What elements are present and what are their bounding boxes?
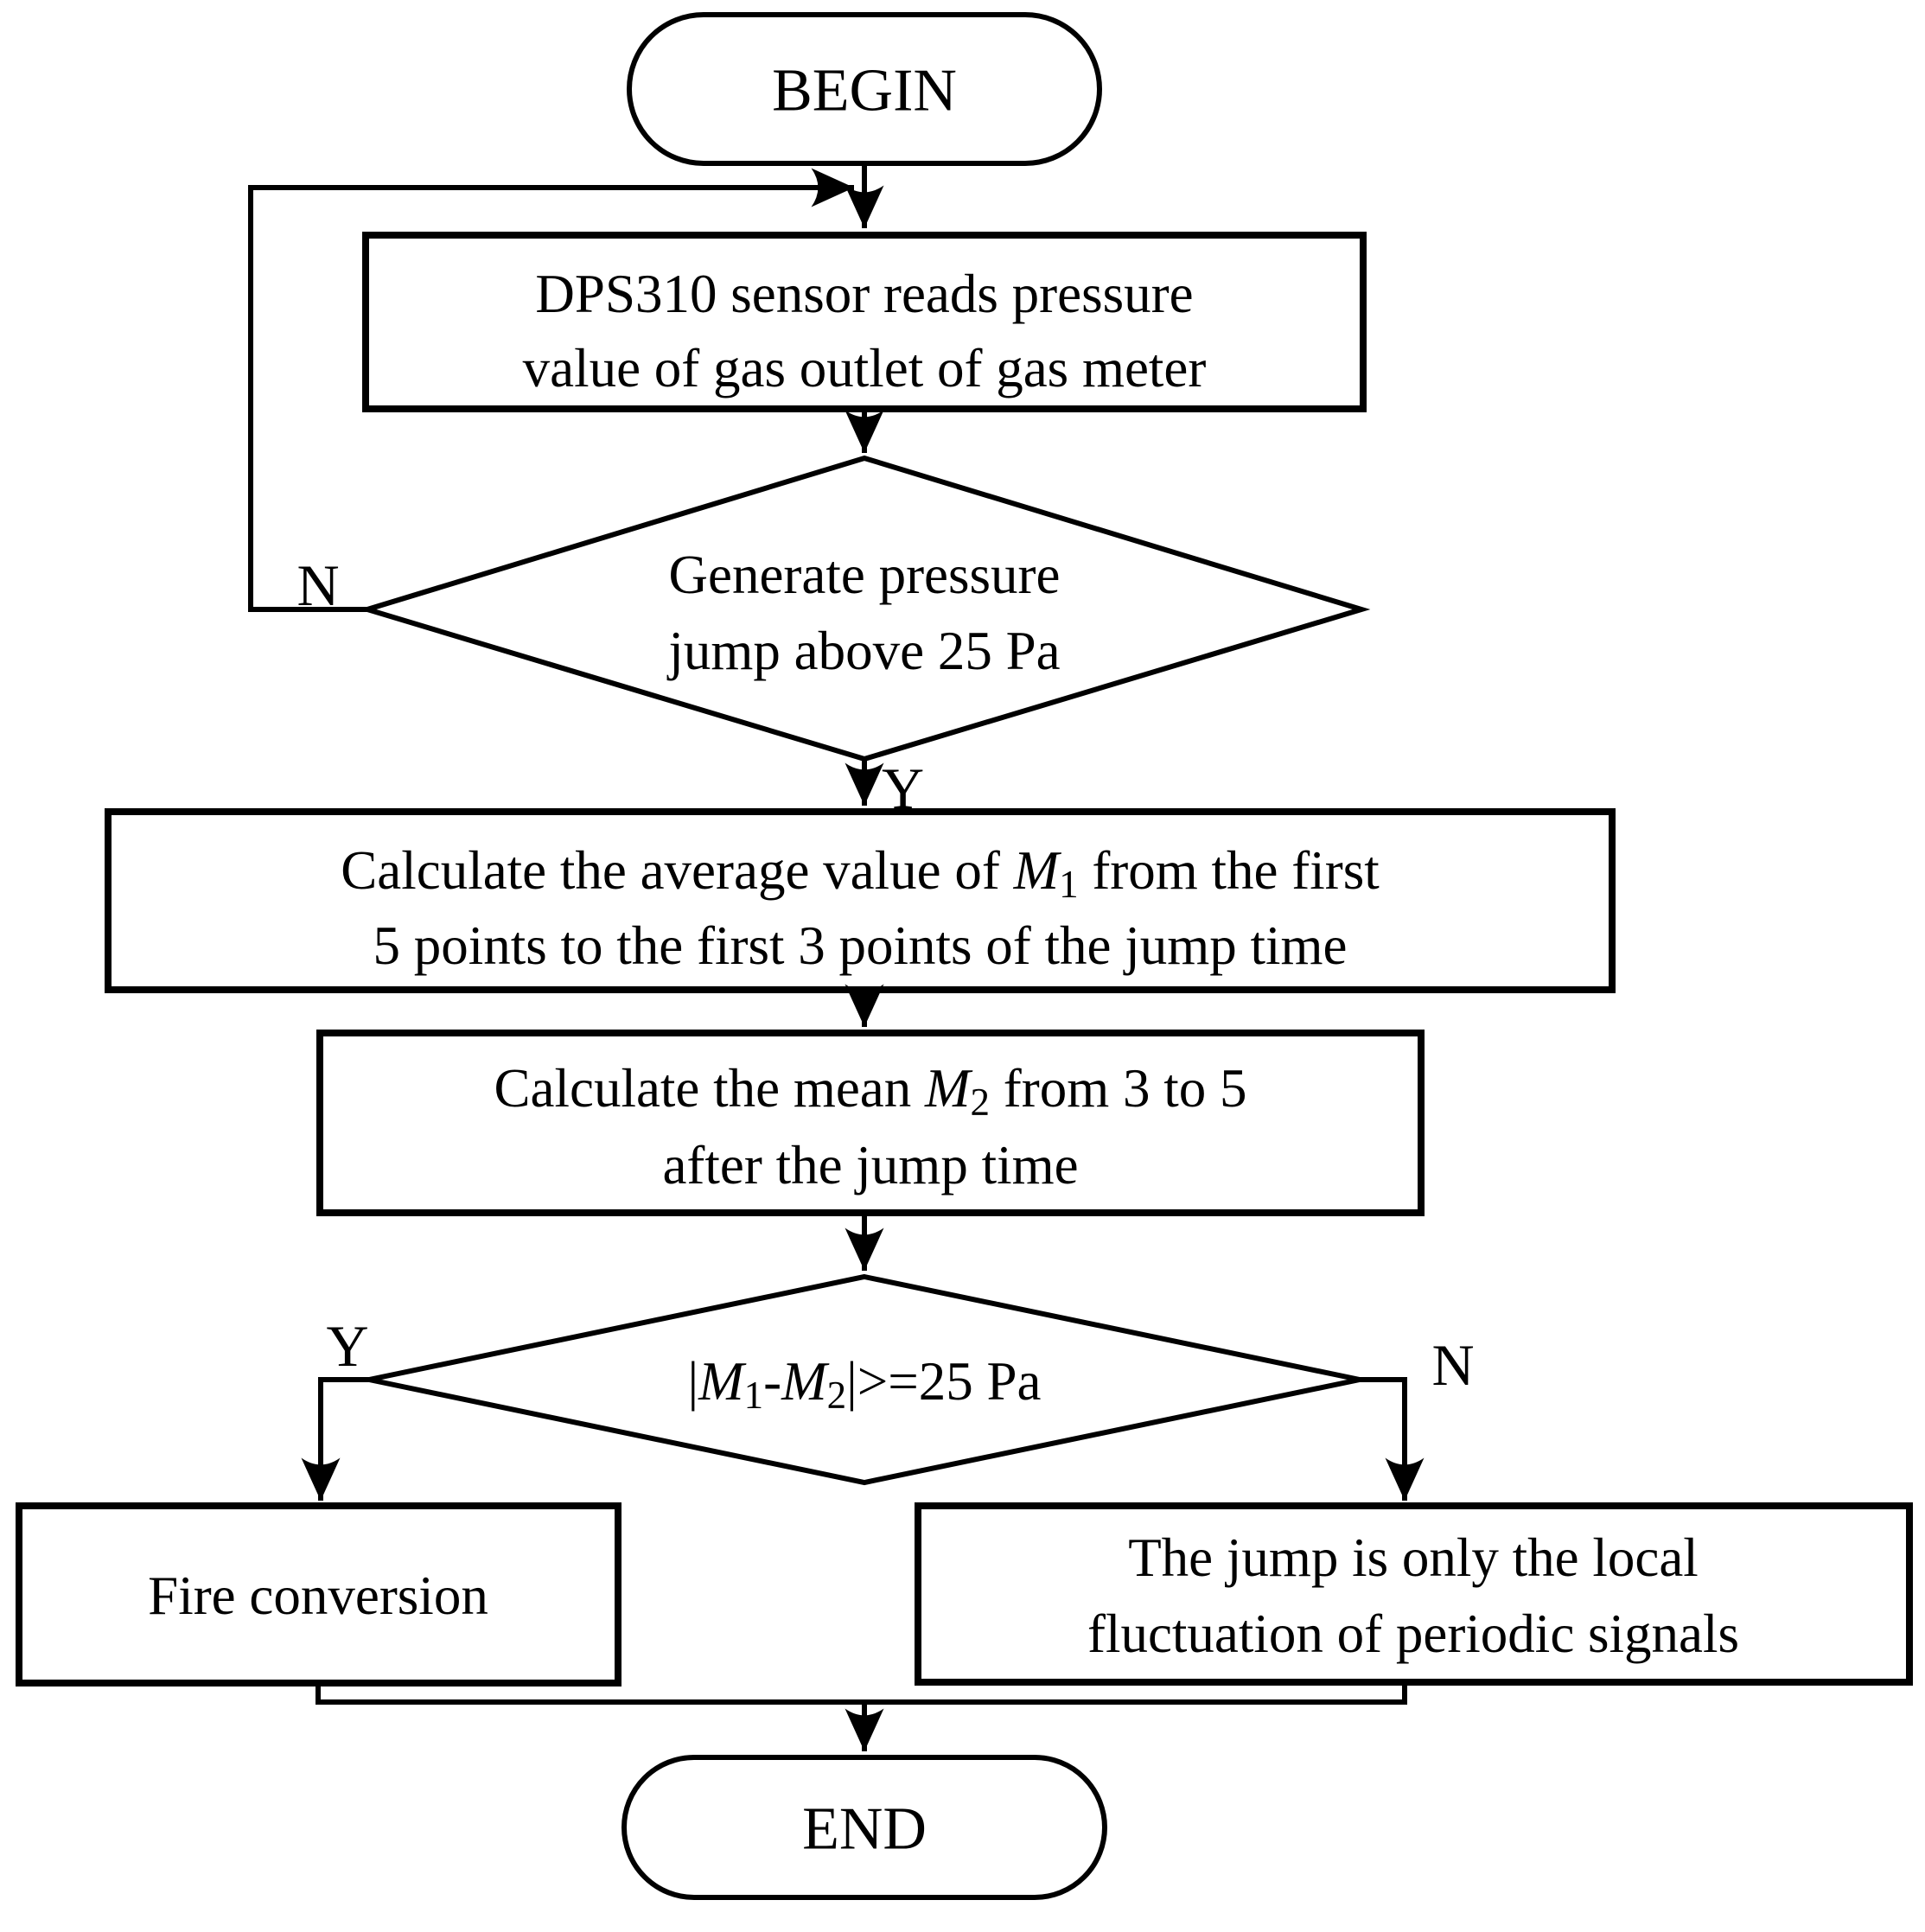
cond-m1-subscript: 1: [744, 1374, 764, 1417]
cond-m2-symbol: M: [781, 1351, 830, 1412]
decision-pressure-jump-line2: jump above 25 Pa: [666, 621, 1060, 681]
process-local-fluctuation-line1: The jump is only the local: [1128, 1527, 1699, 1588]
cond-m2-subscript: 2: [827, 1374, 847, 1417]
process-calc-m1-line2: 5 points to the first 3 points of the ju…: [373, 915, 1348, 976]
branch-label-yes-2: Y: [326, 1313, 368, 1379]
process-read-sensor-line2: value of gas outlet of gas meter: [523, 338, 1207, 399]
end-terminal: [621, 1755, 1107, 1900]
cond-m1-symbol: M: [698, 1351, 747, 1412]
process-local-fluctuation: [915, 1502, 1913, 1686]
process-fire-conversion: [16, 1502, 621, 1687]
process-local-fluctuation-line2: fluctuation of periodic signals: [1087, 1604, 1739, 1664]
m1-symbol: M: [1013, 840, 1062, 901]
decision-pressure-jump-line1: Generate pressure: [669, 545, 1061, 605]
branch-label-no-1: N: [296, 552, 339, 618]
end-label: END: [802, 1796, 927, 1863]
connector-loopback-no: [248, 168, 854, 612]
process-calc-m1-line1: Calculate the average value of M1 from t…: [341, 840, 1380, 906]
branch-label-no-2: N: [1431, 1332, 1474, 1398]
process-calc-m2-line1: Calculate the mean M2 from 3 to 5: [494, 1058, 1247, 1124]
decision-pressure-jump: [358, 455, 1371, 762]
process-calc-m2-line2: after the jump time: [662, 1135, 1078, 1196]
m1-subscript: 1: [1059, 863, 1079, 906]
cond-close: |>=25 Pa: [846, 1351, 1041, 1412]
connector-compare-no-to-fluctuation: [1360, 1377, 1425, 1501]
process-fire-conversion-label: Fire conversion: [148, 1565, 488, 1626]
process-read-sensor-line1: DPS310 sensor reads pressure: [535, 264, 1193, 324]
m2-symbol: M: [924, 1058, 973, 1119]
connector-compare-yes-to-fire: [301, 1377, 369, 1501]
m1-line1-pre: Calculate the average value of: [341, 840, 1013, 901]
decision-compare-means-condition: |M1-M2|>=25 Pa: [688, 1351, 1042, 1417]
process-read-sensor: [362, 232, 1367, 412]
process-calc-m2: [316, 1030, 1425, 1216]
connector-merge-line: [316, 1680, 1407, 1705]
m2-subscript: 2: [971, 1081, 991, 1124]
m2-line1-post: from 3 to 5: [990, 1058, 1246, 1119]
decision-compare-means: [368, 1273, 1361, 1486]
m1-line1-post: from the first: [1079, 840, 1380, 901]
m2-line1-pre: Calculate the mean: [494, 1058, 926, 1119]
cond-open-bar: |: [688, 1351, 699, 1412]
begin-label: BEGIN: [772, 58, 957, 124]
cond-minus: -: [763, 1351, 781, 1412]
process-calc-m1: [105, 808, 1616, 993]
